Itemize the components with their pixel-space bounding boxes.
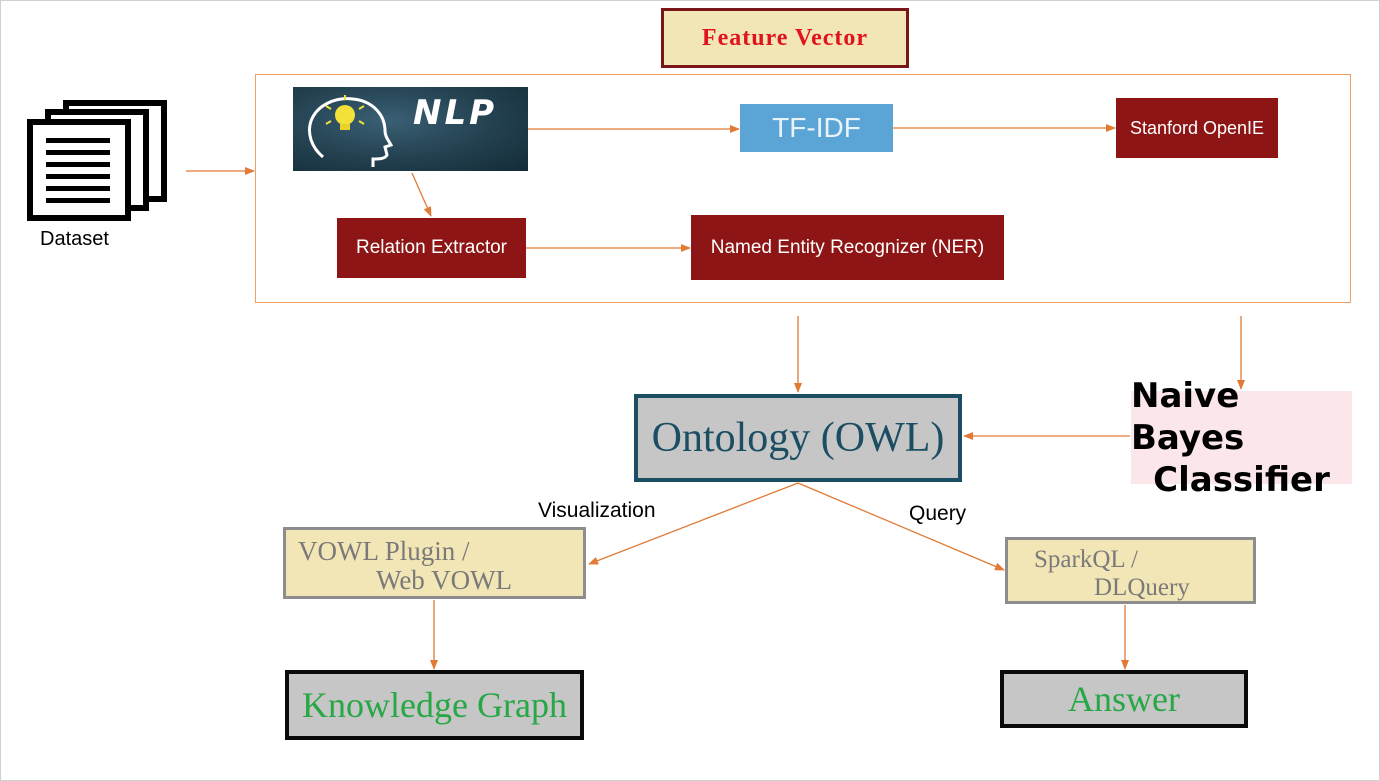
feature-vector-label: Feature Vector bbox=[701, 24, 869, 51]
sparkql-line1: SparkQL / bbox=[1034, 546, 1138, 573]
stanford-openie-box: Stanford OpenIE bbox=[1116, 98, 1278, 158]
arrow-nlp-to-relation bbox=[411, 172, 432, 217]
vowl-plugin-box: VOWL Plugin / Web VOWL bbox=[283, 527, 586, 599]
ner-label: Named Entity Recognizer (NER) bbox=[710, 236, 985, 258]
dataset-label: Dataset bbox=[40, 228, 109, 250]
ner-box: Named Entity Recognizer (NER) bbox=[691, 215, 1004, 280]
arrow-ontology-to-vowl bbox=[588, 482, 799, 565]
visualization-label: Visualization bbox=[538, 499, 656, 522]
ontology-box: Ontology (OWL) bbox=[634, 394, 962, 482]
head-lightbulb-icon bbox=[308, 95, 394, 167]
nlp-pipeline-container bbox=[255, 74, 1351, 303]
stanford-openie-label: Stanford OpenIE bbox=[1129, 117, 1265, 138]
answer-label: Answer bbox=[1068, 679, 1180, 719]
nlp-banner-label: NLP bbox=[413, 93, 498, 133]
ontology-label: Ontology (OWL) bbox=[651, 415, 945, 461]
vowl-line1: VOWL Plugin / bbox=[298, 536, 470, 566]
naive-bayes-line1: Naive Bayes bbox=[1131, 375, 1245, 458]
knowledge-graph-label: Knowledge Graph bbox=[302, 685, 567, 725]
sparkql-line2: DLQuery bbox=[1094, 574, 1190, 601]
sparkql-box: SparkQL / DLQuery bbox=[1005, 537, 1256, 604]
tfidf-label: TF-IDF bbox=[772, 112, 861, 143]
query-label: Query bbox=[909, 502, 967, 525]
knowledge-graph-box: Knowledge Graph bbox=[285, 670, 584, 740]
naive-bayes-line2: Classifier bbox=[1153, 459, 1330, 500]
vowl-line2: Web VOWL bbox=[376, 565, 513, 595]
tfidf-box: TF-IDF bbox=[740, 104, 893, 152]
arrow-ontology-to-sparkql bbox=[797, 482, 1005, 571]
feature-vector-box: Feature Vector bbox=[661, 8, 909, 68]
naive-bayes-box: Naive Bayes Classifier bbox=[1131, 376, 1352, 500]
nlp-banner-image: NLP bbox=[293, 87, 528, 171]
relation-extractor-label: Relation Extractor bbox=[355, 237, 507, 258]
dataset-documents-icon bbox=[27, 100, 167, 221]
relation-extractor-box: Relation Extractor bbox=[337, 218, 526, 278]
answer-box: Answer bbox=[1000, 670, 1248, 728]
